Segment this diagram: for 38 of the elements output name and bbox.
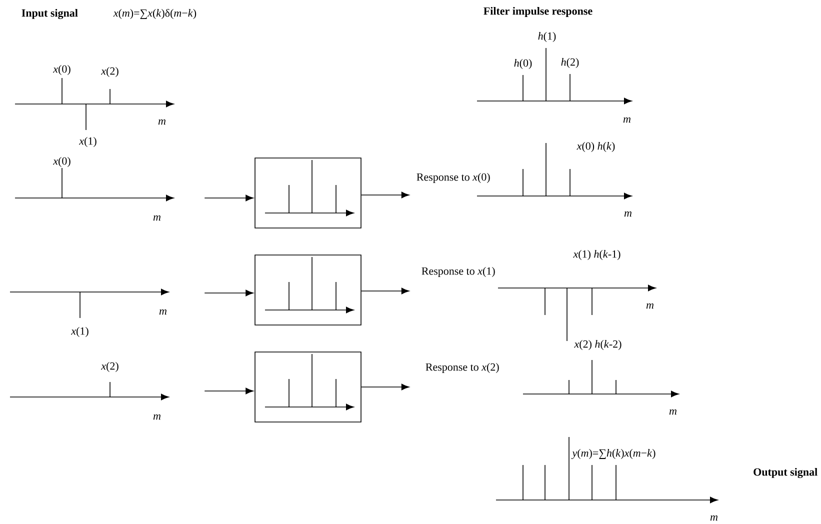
stem-label: x(1) h(k-1) [573, 250, 620, 260]
filter-box [254, 352, 362, 422]
stem-label: h(2) [561, 58, 579, 68]
formula: x(m)=∑x(k)δ(m−k) [113, 8, 196, 19]
edge-label: Response to x(2) [426, 363, 499, 373]
stem-label: x(0) h(k) [576, 142, 615, 152]
stem-label: h(0) [514, 59, 532, 69]
axis-label: m [669, 409, 676, 415]
axis-label: m [153, 414, 161, 420]
axis-label: m [710, 515, 718, 521]
heading: Filter impulse response [484, 7, 592, 17]
axis-label: m [623, 117, 631, 123]
arrow [204, 194, 254, 202]
arrow [361, 192, 410, 198]
arrow [204, 388, 254, 394]
axis-label: m [158, 119, 166, 125]
axis-label: m [159, 309, 167, 315]
heading: Output signal [754, 468, 818, 478]
filter-box [254, 254, 362, 326]
edge-label: Response to x(0) [416, 173, 490, 183]
filter-box [254, 158, 362, 228]
stem-label: x(2) h(k-2) [574, 340, 622, 350]
arrow [204, 290, 254, 296]
axis-label: m [624, 211, 632, 217]
arrow [361, 288, 410, 294]
stem-label: x(0) [53, 65, 70, 75]
stem-label: h(1) [538, 32, 556, 42]
stem-label: x(1) [79, 137, 96, 147]
stem-label: x(2) [101, 362, 118, 372]
arrow [361, 384, 410, 390]
heading: Input signal [22, 8, 78, 20]
stem-label: x(0) [53, 157, 70, 167]
axis-label: m [646, 303, 654, 309]
stem-label: x(2) [101, 67, 118, 77]
edge-label: Response to x(1) [422, 267, 495, 277]
formula: y(m)=∑h(k)x(m−k) [571, 449, 656, 459]
stem-label: x(1) [71, 327, 88, 337]
axis-label: m [153, 215, 161, 221]
